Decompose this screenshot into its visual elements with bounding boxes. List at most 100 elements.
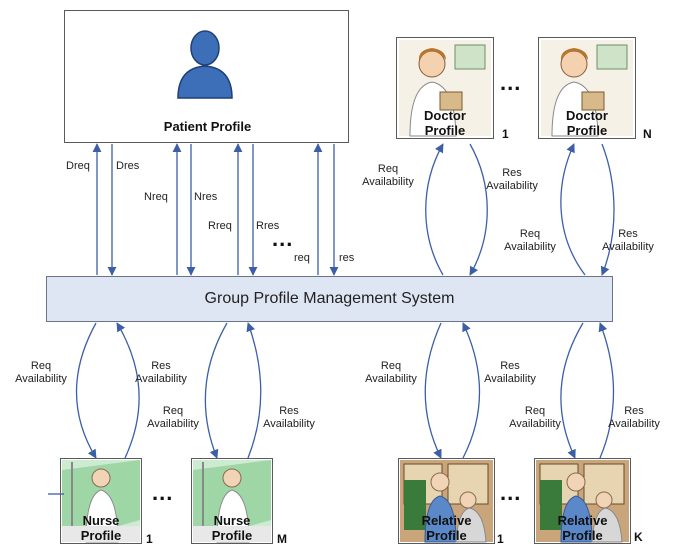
res-text: Res [618, 228, 638, 240]
nurse-picture-1 [62, 460, 140, 543]
availability-text: Availability [135, 373, 187, 385]
nurseM-req-availability: Req Availability [142, 405, 204, 431]
nurseM-req-arrow [204, 322, 228, 459]
nurse-profile-box-M [191, 458, 273, 544]
doctor1-req-availability: Req Availability [360, 163, 416, 189]
nreq-label: Nreq [144, 191, 168, 203]
availability-text: Availability [263, 418, 315, 430]
relative1-req-availability: Req Availability [360, 360, 422, 386]
relative-label-line2: Profile [426, 528, 467, 543]
nurse-index-1: 1 [146, 532, 153, 546]
patient-links [92, 143, 339, 276]
relativeK-res-arrow [598, 322, 615, 459]
relative1-res-availability: Res Availability [479, 360, 541, 386]
doctorN-res-arrow [600, 143, 615, 276]
availability-text: Availability [509, 418, 561, 430]
availability-text: Availability [602, 241, 654, 253]
doctor1-res-availability: Res Availability [482, 167, 542, 193]
nurseM-res-arrow [246, 322, 262, 459]
res-text: Res [624, 405, 644, 417]
doctor-profile-box-N [538, 37, 636, 139]
relative-label-line1: Relative [421, 513, 472, 528]
req-label: req [294, 252, 310, 264]
patient-profile-box [64, 10, 349, 143]
doctor-picture-N [541, 40, 633, 137]
nurse1-res-arrow [116, 322, 140, 459]
patient-profile-label: Patient Profile [163, 119, 252, 134]
nurse-profile-label-1: Nurse Profile [60, 513, 142, 543]
doctor-label-line2: Profile [424, 123, 466, 138]
req-text: Req [519, 228, 541, 240]
res-text: Res [279, 405, 299, 417]
doctor-picture-1 [399, 40, 491, 137]
dres-label: Dres [116, 160, 140, 172]
patient-person-icon [177, 30, 233, 99]
doctor-profile-label-N: Doctor Profile [538, 108, 636, 138]
rres-label: Rres [256, 220, 280, 232]
relative-picture-K [536, 460, 629, 543]
gpms-label: Group Profile Management System [204, 290, 455, 307]
relativeK-req-availability: Req Availability [504, 405, 566, 431]
availability-text: Availability [362, 176, 414, 188]
relative-label-line1: Relative [557, 513, 608, 528]
doctorN-req-availability: Req Availability [500, 228, 560, 254]
relative-label-line2: Profile [562, 528, 603, 543]
res-label: res [339, 252, 355, 264]
nurse-links [75, 322, 262, 459]
relative-profile-box-1 [398, 458, 495, 544]
relative-index-K: K [634, 530, 643, 544]
doctorN-res-availability: Res Availability [597, 228, 659, 254]
availability-text: Availability [486, 180, 538, 192]
nurse-label-line2: Profile [80, 528, 122, 543]
req-text: Req [30, 360, 52, 372]
patient-link-ellipsis: ... [272, 226, 294, 251]
relative-index-1: 1 [497, 532, 504, 546]
relative-profile-label-K: Relative Profile [534, 513, 631, 543]
res-text: Res [502, 167, 522, 179]
doctorN-req-arrow [560, 143, 586, 276]
relative1-res-arrow [462, 322, 481, 459]
availability-text: Availability [15, 373, 67, 385]
nurse-ellipsis: ... [152, 480, 174, 505]
relative-profile-box-K [534, 458, 631, 544]
req-text: Req [162, 405, 184, 417]
doctor-label-line2: Profile [566, 123, 608, 138]
doctor-links [425, 143, 615, 276]
relativeK-res-availability: Res Availability [603, 405, 665, 431]
doctor1-res-arrow [469, 143, 488, 276]
availability-text: Availability [504, 241, 556, 253]
relative-profile-label-1: Relative Profile [398, 513, 495, 543]
nurse-label-line1: Nurse [82, 513, 120, 528]
nurse-index-M: M [277, 532, 287, 546]
availability-text: Availability [484, 373, 536, 385]
relative-links [424, 322, 615, 459]
doctor-index-N: N [643, 127, 652, 141]
availability-text: Availability [147, 418, 199, 430]
relativeK-req-arrow [560, 322, 584, 459]
res-text: Res [500, 360, 520, 372]
availability-text: Availability [365, 373, 417, 385]
relative1-req-arrow [424, 322, 442, 459]
nurse-profile-box-1 [60, 458, 142, 544]
nurse1-req-availability: Req Availability [10, 360, 72, 386]
relative-picture-1 [400, 460, 493, 543]
relative-ellipsis: ... [500, 480, 522, 505]
nurse-picture-M [193, 460, 271, 543]
res-text: Res [151, 360, 171, 372]
req-text: Req [380, 360, 402, 372]
rreq-label: Rreq [208, 220, 232, 232]
nurse-label-line1: Nurse [213, 513, 251, 528]
dreq-label: Dreq [66, 160, 90, 172]
nurse-label-line2: Profile [211, 528, 253, 543]
nurse1-res-availability: Res Availability [130, 360, 192, 386]
req-text: Req [524, 405, 546, 417]
nurse1-req-arrow [75, 322, 97, 459]
doctor-index-1: 1 [502, 127, 509, 141]
nres-label: Nres [194, 191, 218, 203]
doctor-profile-box-1 [396, 37, 494, 139]
doctor1-req-arrow [425, 143, 444, 276]
nurseM-res-availability: Res Availability [258, 405, 320, 431]
availability-text: Availability [608, 418, 660, 430]
doctor-ellipsis: ... [500, 70, 522, 95]
